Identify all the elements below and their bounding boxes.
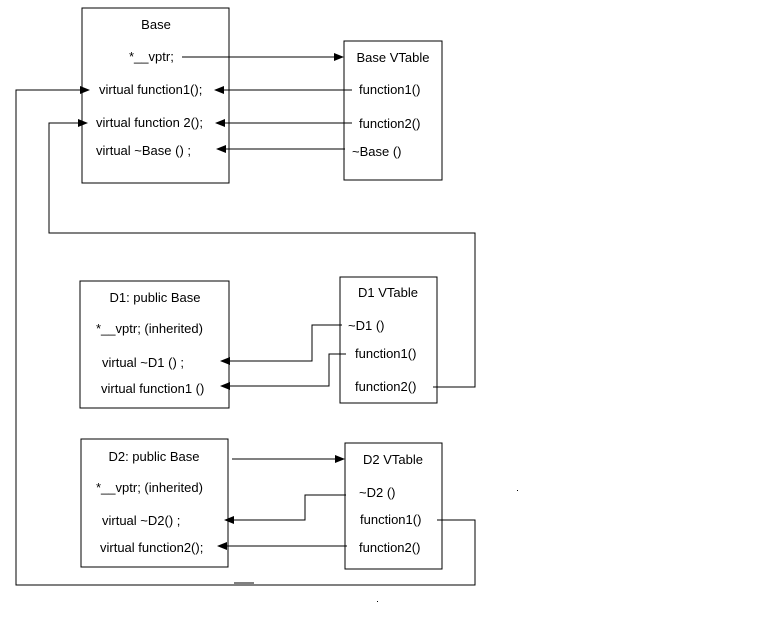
d1-function1-connector <box>230 353 346 387</box>
d2-vtable-function1: function1() <box>360 512 421 527</box>
d1-vtable-box <box>339 276 438 404</box>
base-vtable-function1: function1() <box>359 82 420 97</box>
base-vtable-box <box>343 40 443 181</box>
d2-title: D2: public Base <box>108 449 199 464</box>
base-function1-arrowhead <box>214 86 224 94</box>
d1-vptr-label: *__vptr; (inherited) <box>96 321 203 336</box>
base-vtable-destructor: ~Base () <box>352 144 402 159</box>
d2-vtable-destructor: ~D2 () <box>359 485 395 500</box>
d1-class-box <box>79 280 230 409</box>
base-function2-arrowhead <box>215 119 225 127</box>
base-vptr-label: *__vptr; <box>129 49 174 64</box>
d1-title: D1: public Base <box>109 290 200 305</box>
d1-vtable-function1: function1() <box>355 346 416 361</box>
d2-class-box <box>80 438 229 568</box>
base-vtable-function2: function2() <box>359 116 420 131</box>
base-vtable-title: Base VTable <box>357 50 430 65</box>
stray-dot-1 <box>517 490 518 491</box>
d1-vtable-title: D1 VTable <box>358 285 418 300</box>
d2-vptr-label: *__vptr; (inherited) <box>96 480 203 495</box>
base-class-box <box>81 7 230 184</box>
d2-vptr-arrowhead <box>335 455 345 463</box>
d2-function2-label: virtual function2(); <box>100 540 203 555</box>
d1-vtable-function2: function2() <box>355 379 416 394</box>
d1-destructor-connector <box>230 324 342 362</box>
base-title: Base <box>141 17 171 32</box>
d2-function1-to-base-connector <box>15 89 476 586</box>
base-function2-label: virtual function 2(); <box>96 115 203 130</box>
d1-vtable-destructor: ~D1 () <box>348 318 384 333</box>
base-function1-label: virtual function1(); <box>99 82 202 97</box>
stray-dot-2 <box>377 601 378 602</box>
d1-destructor-label: virtual ~D1 () ; <box>102 355 184 370</box>
d1-function1-label: virtual function1 () <box>101 381 204 396</box>
d2-function2-arrowhead <box>217 542 227 550</box>
d2-vtable-title: D2 VTable <box>363 452 423 467</box>
d2-destructor-arrowhead <box>224 516 234 524</box>
base-destructor-arrowhead <box>216 145 226 153</box>
d2-destructor-label: virtual ~D2() ; <box>102 513 180 528</box>
d2-destructor-connector <box>234 494 346 521</box>
d1-function2-to-base-connector <box>48 122 476 388</box>
d2-function1-to-base-arrowhead <box>80 86 90 94</box>
d2-vtable-box <box>344 442 443 570</box>
d1-destructor-arrowhead <box>220 357 230 365</box>
base-vptr-arrowhead <box>334 53 344 61</box>
d1-function2-to-base-arrowhead <box>78 119 88 127</box>
d2-vtable-function2: function2() <box>359 540 420 555</box>
d1-function1-arrowhead <box>220 382 230 390</box>
base-destructor-label: virtual ~Base () ; <box>96 143 191 158</box>
